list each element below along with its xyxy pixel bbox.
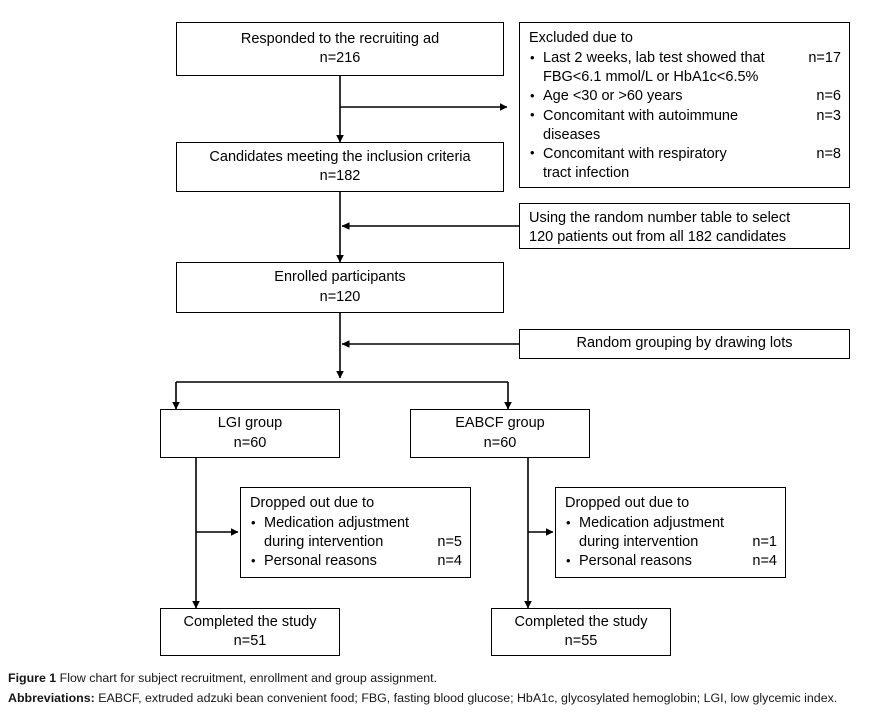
list-item: Medication adjustment during interventio…	[250, 514, 462, 552]
list-item: Concomitant with autoimmune n=3 diseases	[529, 106, 841, 145]
excluded-item-count: n=3	[816, 107, 841, 124]
lgi-dropped-item-count: n=4	[437, 553, 462, 570]
excluded-item-count: n=8	[816, 145, 841, 162]
excluded-item-count: n=6	[816, 88, 841, 105]
excluded-item-cont: diseases	[543, 126, 601, 143]
node-lgi-title: LGI group	[217, 415, 283, 432]
eabcf-dropped-list: Medication adjustment during interventio…	[565, 514, 777, 571]
eabcf-dropped-item-text: Personal reasons	[579, 553, 692, 570]
node-lgi-count: n=60	[233, 434, 267, 451]
eabcf-dropped-item-count: n=1	[752, 534, 777, 551]
excluded-list: Last 2 weeks, lab test showed that n=17 …	[529, 49, 841, 183]
node-enrolled-participants: Enrolled participants n=120	[176, 262, 504, 313]
node-lgi-completed: Completed the study n=51	[160, 608, 340, 656]
node-lgi-group: LGI group n=60	[160, 409, 340, 458]
eabcf-completed-title: Completed the study	[514, 613, 648, 630]
list-item: Personal reasons n=4	[250, 552, 462, 571]
excluded-item-count: n=17	[808, 50, 841, 67]
node-eabcf-group: EABCF group n=60	[410, 409, 590, 458]
abbreviations-text: EABCF, extruded adzuki bean convenient f…	[94, 691, 838, 706]
node-eabcf-count: n=60	[483, 434, 517, 451]
node-responded-to-ad: Responded to the recruiting ad n=216	[176, 22, 504, 76]
node-random-number-table: Using the random number table to select …	[519, 203, 850, 249]
excluded-item-text: Last 2 weeks, lab test showed that	[543, 50, 765, 67]
node-random-grouping: Random grouping by drawing lots	[519, 329, 850, 359]
lgi-dropped-item-cont: during intervention	[264, 534, 384, 551]
random-table-line-1: Using the random number table to select	[529, 210, 791, 226]
lgi-completed-title: Completed the study	[183, 613, 317, 630]
caption-line-2: Abbreviations: EABCF, extruded adzuki be…	[8, 688, 886, 708]
excluded-item-cont: tract infection	[543, 164, 630, 181]
lgi-dropped-list: Medication adjustment during interventio…	[250, 514, 462, 571]
lgi-dropped-heading: Dropped out due to	[250, 495, 375, 511]
abbreviations-label: Abbreviations:	[8, 691, 95, 706]
node-candidates-count: n=182	[319, 168, 361, 184]
caption-line-1: Figure 1 Flow chart for subject recruitm…	[8, 668, 886, 688]
eabcf-dropped-heading: Dropped out due to	[565, 495, 690, 511]
node-lgi-dropped-out: Dropped out due to Medication adjustment…	[240, 487, 471, 578]
node-responded-title: Responded to the recruiting ad	[240, 30, 440, 47]
eabcf-dropped-item-cont: during intervention	[579, 534, 699, 551]
node-eabcf-title: EABCF group	[455, 415, 545, 432]
random-table-line-2: 120 patients out from all 182 candidates	[529, 229, 787, 246]
node-candidates-title: Candidates meeting the inclusion criteri…	[209, 148, 471, 165]
lgi-dropped-item-text: Medication adjustment	[264, 515, 410, 532]
node-excluded: Excluded due to Last 2 weeks, lab test s…	[519, 22, 850, 188]
excluded-item-cont: FBG<6.1 mmol/L or HbA1c<6.5%	[543, 69, 759, 86]
node-eabcf-dropped-out: Dropped out due to Medication adjustment…	[555, 487, 786, 578]
node-random-grouping-title: Random grouping by drawing lots	[576, 335, 793, 352]
eabcf-completed-count: n=55	[564, 633, 598, 649]
caption-text: Flow chart for subject recruitment, enro…	[56, 671, 438, 685]
eabcf-dropped-item-count: n=4	[752, 553, 777, 570]
list-item: Last 2 weeks, lab test showed that n=17 …	[529, 49, 841, 87]
node-eabcf-completed: Completed the study n=55	[491, 608, 671, 656]
excluded-item-text: Age <30 or >60 years	[543, 88, 683, 105]
lgi-completed-count: n=51	[233, 633, 267, 649]
list-item: Medication adjustment during interventio…	[565, 514, 777, 552]
node-excluded-heading: Excluded due to	[529, 30, 633, 46]
excluded-item-text: Concomitant with respiratory	[543, 145, 727, 162]
node-enrolled-title: Enrolled participants	[274, 269, 406, 286]
eabcf-dropped-item-text: Medication adjustment	[579, 515, 725, 532]
node-responded-count: n=216	[319, 50, 361, 66]
excluded-item-text: Concomitant with autoimmune	[543, 107, 739, 124]
figure-caption: Figure 1 Flow chart for subject recruitm…	[8, 668, 886, 708]
caption-label: Figure 1	[8, 671, 57, 685]
node-enrolled-count: n=120	[319, 288, 361, 305]
list-item: Personal reasons n=4	[565, 552, 777, 571]
lgi-dropped-item-count: n=5	[437, 534, 462, 551]
node-candidates: Candidates meeting the inclusion criteri…	[176, 142, 504, 192]
list-item: Age <30 or >60 years n=6	[529, 87, 841, 106]
flow-connectors	[172, 76, 554, 609]
list-item: Concomitant with respiratory n=8 tract i…	[529, 144, 841, 183]
lgi-dropped-item-text: Personal reasons	[264, 553, 377, 570]
